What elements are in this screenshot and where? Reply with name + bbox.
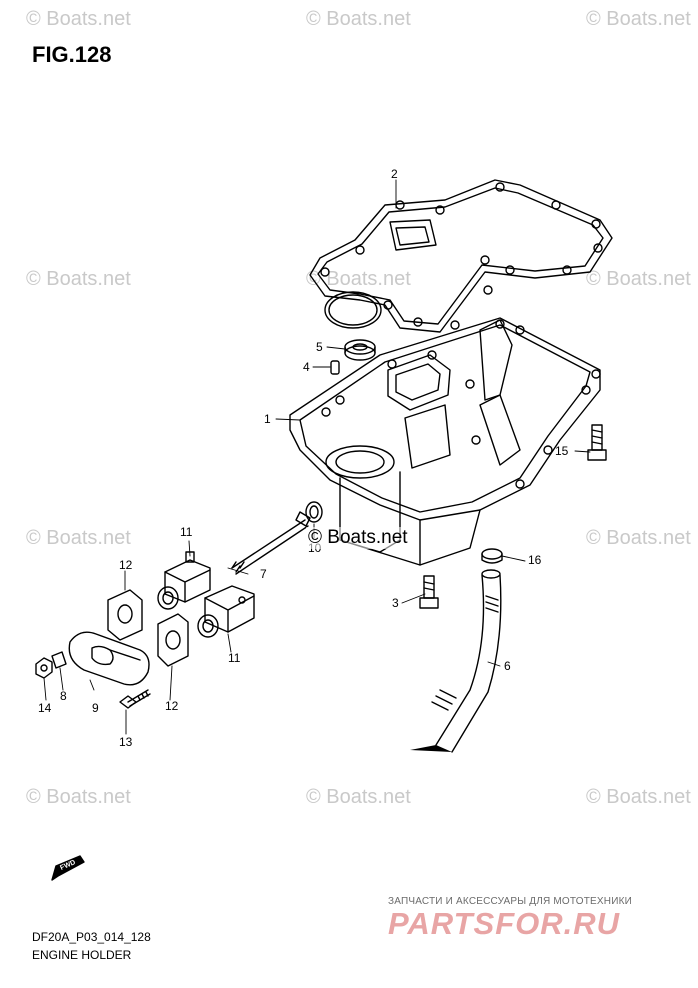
watermark: © Boats.net bbox=[26, 268, 131, 290]
callout-4: 4 bbox=[303, 360, 310, 374]
bolt-3-part bbox=[419, 575, 439, 609]
callout-3: 3 bbox=[392, 596, 399, 610]
callout-5: 5 bbox=[316, 340, 323, 354]
brand-tagline: ЗАПЧАСТИ И АКСЕССУАРЫ ДЛЯ МОТОТЕХНИКИ bbox=[388, 896, 633, 907]
bolt-15-part bbox=[587, 424, 607, 461]
callout-8: 8 bbox=[60, 689, 67, 703]
nut-14-part bbox=[35, 657, 53, 679]
watermark: © Boats.net bbox=[586, 8, 691, 30]
watermark: © Boats.net bbox=[26, 8, 131, 30]
washer-10-part bbox=[305, 501, 323, 523]
bolt-13-part bbox=[119, 689, 151, 709]
watermark-center: © Boats.net bbox=[306, 527, 410, 549]
callout-14: 14 bbox=[38, 701, 52, 715]
oil-seal-part bbox=[344, 339, 376, 361]
callout-12-lower: 12 bbox=[165, 699, 179, 713]
watermark: © Boats.net bbox=[26, 527, 131, 549]
plate-12-lower-part bbox=[157, 613, 189, 667]
callout-13: 13 bbox=[119, 735, 133, 749]
watermark: © Boats.net bbox=[306, 8, 411, 30]
figure-title: FIG.128 bbox=[32, 42, 112, 67]
washer-8-part bbox=[51, 651, 67, 669]
diagram-name: ENGINE HOLDER bbox=[32, 948, 132, 962]
callout-2: 2 bbox=[391, 167, 398, 181]
watermark: © Boats.net bbox=[306, 268, 411, 290]
clamp-9-part bbox=[68, 631, 150, 686]
brand-logo: PARTSFOR.RU bbox=[388, 906, 621, 941]
callout-11-lower: 11 bbox=[228, 651, 241, 665]
bracket-11-lower-part bbox=[197, 585, 255, 638]
callout-11-upper: 11 bbox=[180, 525, 193, 539]
watermark: © Boats.net bbox=[586, 268, 691, 290]
dowel-pin-part bbox=[330, 360, 340, 375]
callout-1: 1 bbox=[264, 412, 271, 426]
bracket-11-upper-part bbox=[157, 551, 211, 610]
callout-16: 16 bbox=[528, 553, 542, 567]
diagram-code: DF20A_P03_014_128 bbox=[32, 930, 151, 944]
plate-12-upper-part bbox=[107, 589, 143, 641]
watermark: © Boats.net bbox=[586, 786, 691, 808]
callout-15: 15 bbox=[555, 444, 569, 458]
gasket-part bbox=[309, 179, 613, 333]
watermark: © Boats.net bbox=[26, 786, 131, 808]
engine-holder-part bbox=[289, 317, 601, 566]
fwd-arrow-icon bbox=[51, 855, 85, 881]
hose-6-part bbox=[410, 569, 502, 753]
clip-16-part bbox=[481, 548, 503, 564]
watermark: © Boats.net bbox=[306, 786, 411, 808]
watermark: © Boats.net bbox=[586, 527, 691, 549]
callout-6: 6 bbox=[504, 659, 511, 673]
leader-lines bbox=[43, 179, 591, 735]
long-bolt-7-part bbox=[231, 511, 311, 575]
callout-7: 7 bbox=[260, 567, 267, 581]
callout-9: 9 bbox=[92, 701, 99, 715]
callout-12-upper: 12 bbox=[119, 558, 133, 572]
